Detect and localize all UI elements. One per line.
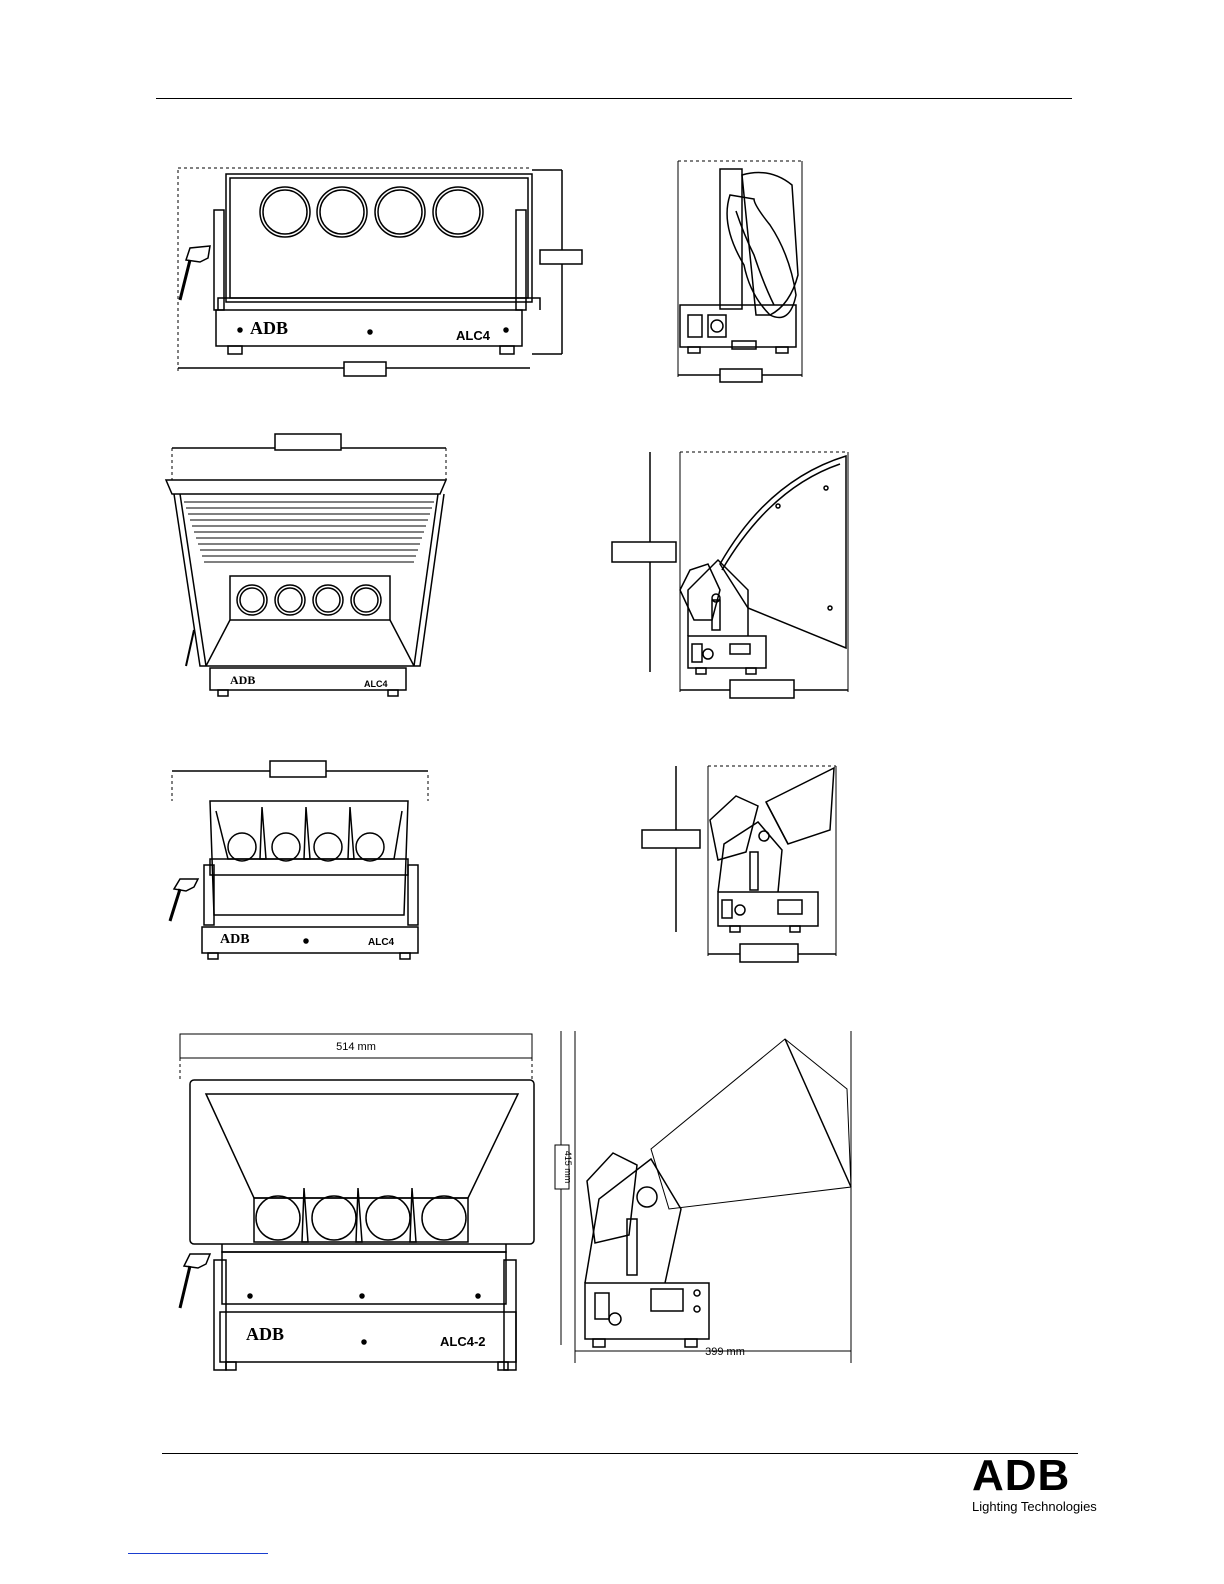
front-xl-model: ALC4-2 bbox=[440, 1334, 486, 1349]
side-view-small-hood-drawing bbox=[638, 760, 843, 965]
brand-logo-tagline: Lighting Technologies bbox=[972, 1500, 1082, 1514]
front-small-model: ALC4 bbox=[368, 937, 395, 948]
side-view-xl-hood-drawing: 399 mm 415 mm bbox=[555, 1025, 860, 1370]
footer-rule bbox=[162, 1453, 1078, 1454]
front-plain-brand: ADB bbox=[250, 318, 288, 338]
front-view-small-hood: ADB ALC4 bbox=[160, 755, 440, 970]
xl-depth-label: 399 mm bbox=[705, 1346, 745, 1358]
xl-width-label: 514 mm bbox=[336, 1041, 376, 1053]
footer-link-underline bbox=[128, 1553, 268, 1554]
front-view-plain-drawing: ADB ALC4 bbox=[170, 160, 590, 380]
brand-logo-name: ADB bbox=[972, 1454, 1082, 1498]
side-view-xl-hood: 399 mm 415 mm bbox=[555, 1025, 860, 1370]
front-large-brand: ADB bbox=[230, 673, 255, 687]
front-small-brand: ADB bbox=[220, 932, 250, 947]
xl-height-label: 415 mm bbox=[563, 1151, 573, 1184]
front-view-xl-hood: 514 mm ADB ALC4-2 bbox=[170, 1028, 545, 1373]
front-view-plain: ADB ALC4 bbox=[170, 160, 590, 380]
brand-logo: ADB Lighting Technologies bbox=[972, 1454, 1082, 1514]
side-view-small-hood bbox=[638, 760, 843, 965]
front-view-large-hood: ADB ALC4 bbox=[160, 430, 460, 710]
front-view-small-hood-drawing: ADB ALC4 bbox=[160, 755, 440, 970]
front-xl-brand: ADB bbox=[246, 1324, 284, 1344]
front-large-model: ALC4 bbox=[364, 679, 388, 689]
header-rule bbox=[156, 98, 1072, 99]
front-view-large-hood-drawing: ADB ALC4 bbox=[160, 430, 460, 710]
front-plain-model: ALC4 bbox=[456, 328, 491, 343]
front-view-xl-hood-drawing: 514 mm ADB ALC4-2 bbox=[170, 1028, 545, 1373]
side-view-plain-drawing bbox=[670, 155, 820, 385]
side-view-large-hood bbox=[608, 440, 858, 705]
side-view-plain bbox=[670, 155, 820, 385]
side-view-large-hood-drawing bbox=[608, 440, 858, 705]
